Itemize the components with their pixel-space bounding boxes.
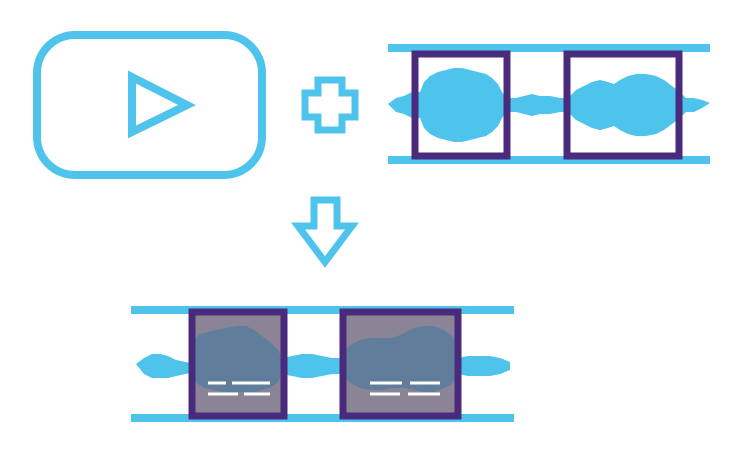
segment-frame-2 [339,308,462,420]
segment-frame-1 [411,50,511,160]
overlay-waveform [194,326,282,392]
video-source [33,31,266,179]
arrow-down-icon [291,196,359,268]
audio-waveform-icon [136,354,510,378]
caption-segment-1 [188,308,288,420]
play-button-frame [33,31,266,179]
audio-waveform-icon [388,68,710,142]
play-button-icon [128,70,196,139]
audio-track-input [388,44,710,164]
audio-track-output [131,306,514,422]
segment-frame-1 [188,308,288,420]
overlay-waveform [345,326,456,392]
plus-icon [301,76,359,134]
segment-frame-2 [563,50,683,160]
caption-segment-2 [339,308,462,420]
